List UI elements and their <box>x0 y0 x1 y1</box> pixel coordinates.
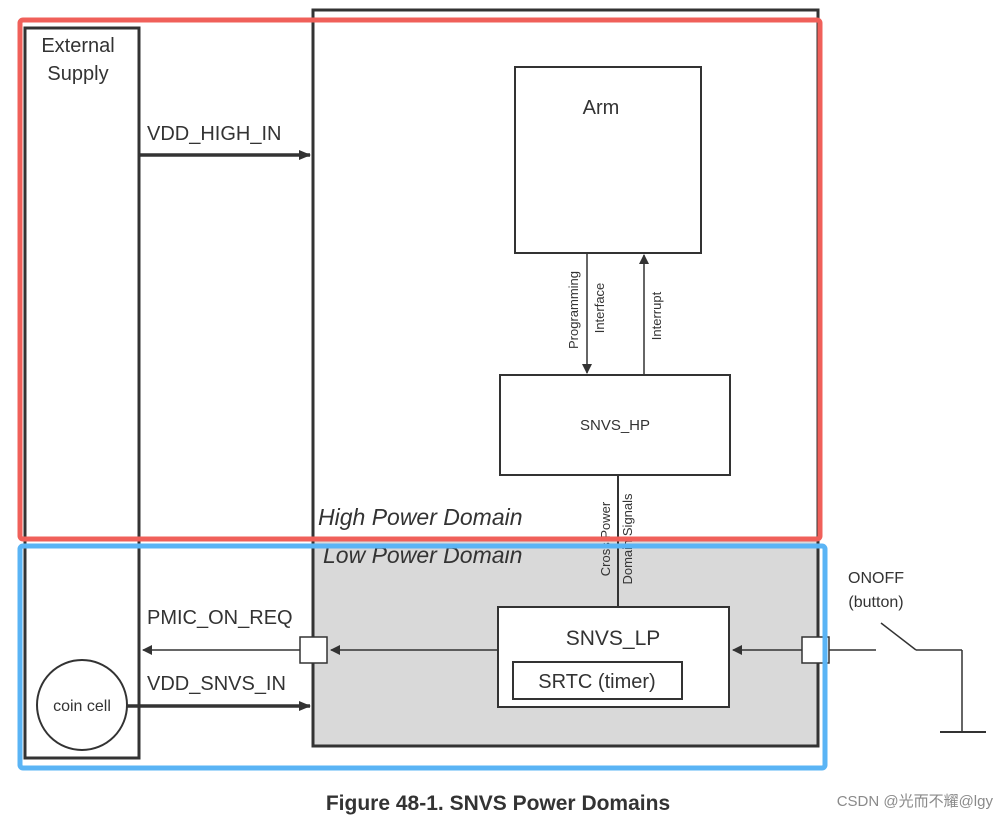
srtc-timer-box <box>512 661 683 700</box>
interrupt-label: Interrupt <box>649 291 664 340</box>
external-supply-label-line1: External <box>41 35 114 57</box>
vdd-high-in-label: VDD_HIGH_IN <box>147 123 281 145</box>
low-power-domain-outline <box>17 543 828 771</box>
figure-caption: Figure 48-1. SNVS Power Domains <box>326 792 670 815</box>
pmic-on-req-pad <box>299 636 328 664</box>
vdd-snvs-in-label: VDD_SNVS_IN <box>147 673 286 695</box>
pmic-on-req-label: PMIC_ON_REQ <box>147 607 293 629</box>
onoff-switch-lever <box>880 622 917 651</box>
interface-label: Interface <box>592 283 607 334</box>
arm-label: Arm <box>583 97 620 119</box>
coin-cell-label: coin cell <box>53 698 111 715</box>
onoff-label-line1: ONOFF <box>848 570 904 587</box>
arm-box <box>514 66 702 254</box>
snvs-hp-label: SNVS_HP <box>580 417 650 434</box>
snvs-lp-label: SNVS_LP <box>566 627 661 650</box>
srtc-timer-label: SRTC (timer) <box>538 671 655 693</box>
high-power-domain-outline <box>17 17 823 542</box>
external-supply-box <box>23 26 141 760</box>
coin-cell <box>36 659 128 751</box>
high-power-domain-label: High Power Domain <box>318 504 523 530</box>
watermark: CSDN @光而不耀@lgy <box>837 793 994 810</box>
programming-label: Programming <box>566 271 581 349</box>
external-supply-label-line2: Supply <box>47 63 108 85</box>
onoff-label-line2: (button) <box>848 594 903 611</box>
snvs-hp-box <box>499 374 731 476</box>
